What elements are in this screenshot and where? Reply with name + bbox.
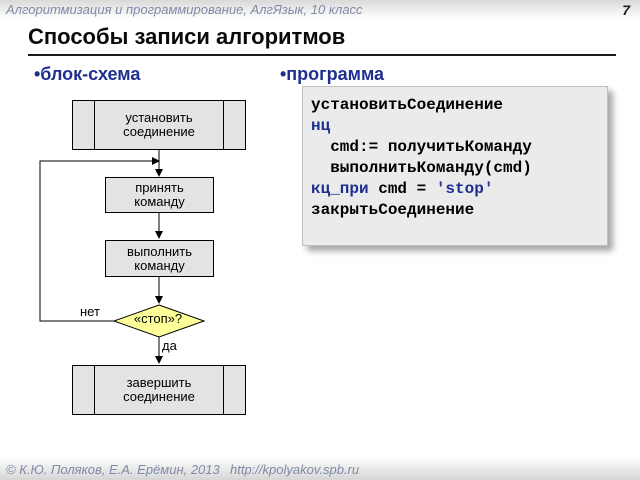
bullet-program: •программа xyxy=(280,64,385,84)
footer-url: http://kpolyakov.spb.ru xyxy=(230,462,360,477)
code-line: установитьСоединение xyxy=(311,96,504,114)
flow-step-receive-label: принять команду xyxy=(134,180,185,209)
loop-back-line xyxy=(39,157,160,322)
bullet-flowchart: •блок-схема xyxy=(34,64,141,84)
flow-step-close: завершить соединение xyxy=(72,365,246,415)
code-line: нц xyxy=(311,117,331,135)
label-yes: да xyxy=(162,338,177,353)
header-band xyxy=(0,0,640,20)
title-divider xyxy=(28,54,616,56)
code-line: закрытьСоединение xyxy=(311,201,475,219)
flow-step-execute: выполнить команду xyxy=(105,240,214,277)
flow-step-close-label: завершить соединение xyxy=(123,375,195,404)
code-block: установитьСоединение нц cmd:= получитьКо… xyxy=(302,86,608,246)
code-line: кц_при cmd = 'stop' xyxy=(311,179,599,200)
slide-title: Способы записи алгоритмов xyxy=(28,24,346,49)
page-number: 7 xyxy=(622,2,630,18)
code-line: cmd:= получитьКоманду xyxy=(311,138,532,156)
flow-step-receive: принять команду xyxy=(105,177,214,213)
code-line: выполнитьКоманду(cmd) xyxy=(311,159,532,177)
course-header: Алгоритмизация и программирование, АлгЯз… xyxy=(6,2,363,17)
footer-authors: © К.Ю. Поляков, Е.А. Ерёмин, 2013 xyxy=(6,462,220,477)
flow-step-execute-label: выполнить команду xyxy=(127,243,192,273)
code-keyword: кц_при xyxy=(311,180,369,198)
footer-band xyxy=(0,456,640,480)
flow-step-connect: установить соединение xyxy=(72,100,246,150)
label-no: нет xyxy=(80,304,100,319)
decision-label: «стоп»? xyxy=(133,311,183,326)
code-text: cmd = xyxy=(368,180,436,198)
code-string: 'stop' xyxy=(435,180,494,198)
flow-step-connect-label: установить соединение xyxy=(123,110,195,139)
